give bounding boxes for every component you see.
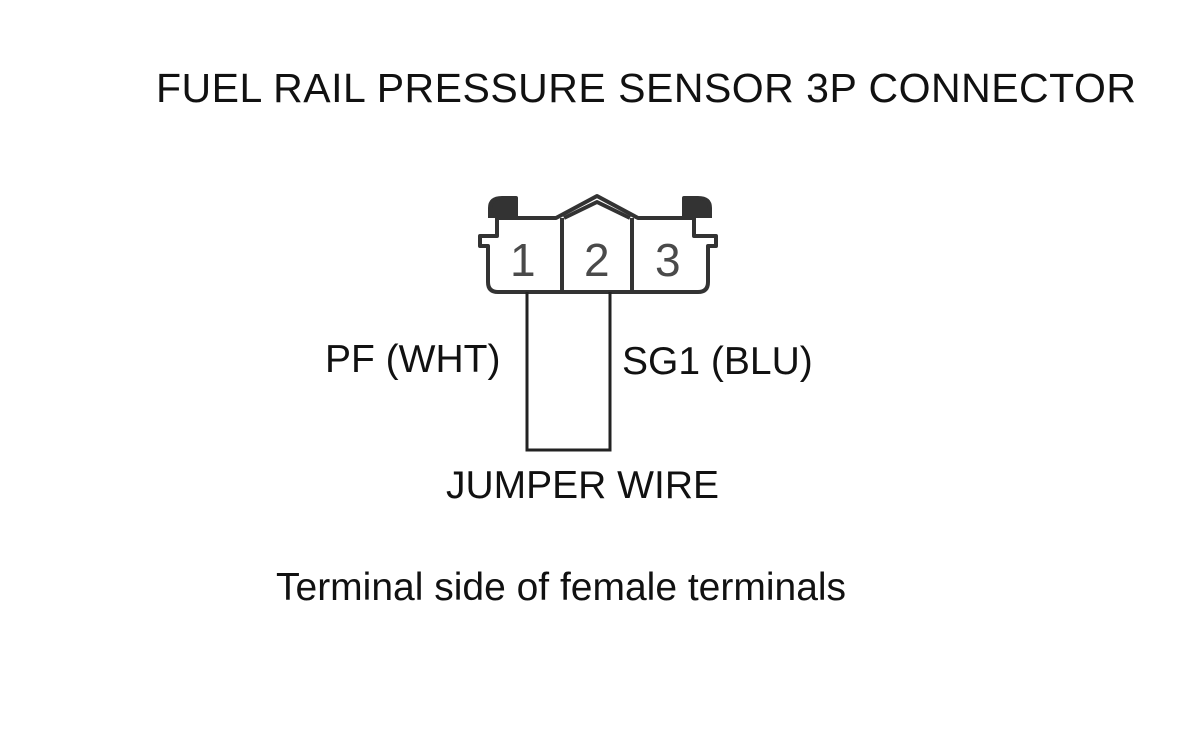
view-caption: Terminal side of female terminals <box>276 566 847 609</box>
connector-right-latch <box>682 196 712 218</box>
jumper-wire-label: JUMPER WIRE <box>446 464 719 507</box>
jumper-wire <box>525 292 612 452</box>
pf-wire-label: PF (WHT) <box>325 338 501 381</box>
terminal-3-label: 3 <box>655 234 681 286</box>
terminal-2-label: 2 <box>584 234 610 286</box>
sg1-wire-label: SG1 (BLU) <box>622 340 813 383</box>
connector-outline <box>478 194 718 294</box>
terminal-1-label: 1 <box>510 234 536 286</box>
diagram-title: FUEL RAIL PRESSURE SENSOR 3P CONNECTOR <box>156 65 1137 111</box>
connector-key <box>563 200 631 220</box>
connector-left-latch <box>488 196 518 218</box>
connector-3p <box>478 194 718 294</box>
